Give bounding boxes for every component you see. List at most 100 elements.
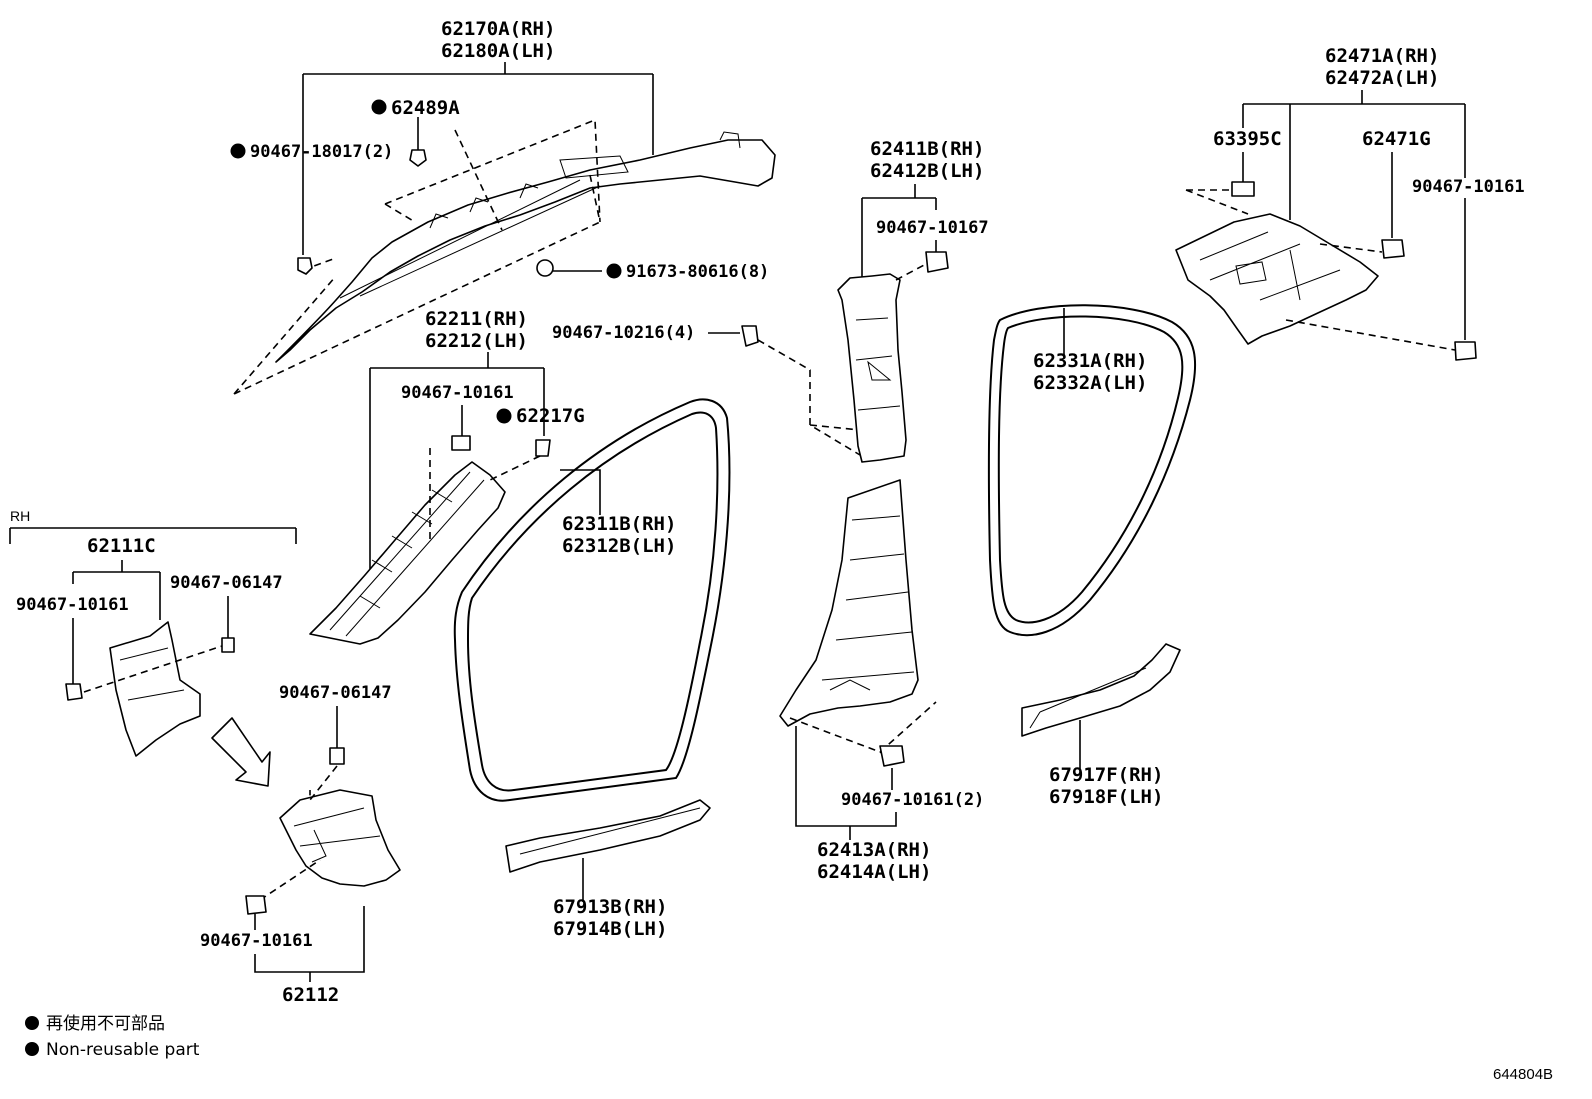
label-62111c: 62111C xyxy=(87,535,156,557)
quarter-trim-group: 62471A(RH) 62472A(LH) 63395C 62471G 9046… xyxy=(1175,45,1525,361)
clip-90467-10161-c xyxy=(65,683,83,701)
label-62311b: 62311B(RH) xyxy=(562,513,676,535)
center-pillar-lower-part xyxy=(779,479,919,727)
label-rh: RH xyxy=(10,508,30,524)
cowl-rh-dash xyxy=(83,645,223,693)
label-62332a: 62332A(LH) xyxy=(1033,372,1147,394)
label-67918f: 67918F(LH) xyxy=(1049,786,1163,808)
legend-jp: 再使用不可部品 xyxy=(46,1013,165,1034)
label-67917f: 67917F(RH) xyxy=(1049,764,1163,786)
pillar-garnish-dash-lines xyxy=(429,448,541,540)
label-90467-10167: 90467-10167 xyxy=(876,218,989,238)
leader-62211 xyxy=(369,352,545,590)
cowl-side-trim-details xyxy=(293,807,381,863)
non-reusable-dot-90467-18017 xyxy=(230,143,246,159)
front-door-weatherstrip-inner xyxy=(466,411,719,792)
leader-62311b xyxy=(560,469,601,515)
label-90467-10161-d: 90467-10161 xyxy=(200,931,313,951)
label-62413a: 62413A(RH) xyxy=(817,839,931,861)
label-90467-10161-a: 90467-10161 xyxy=(401,383,514,403)
non-reusable-dot-62217g xyxy=(496,408,512,424)
center-pillar-upper-dash xyxy=(895,263,927,281)
rear-door-weatherstrip-group: 62331A(RH) 62332A(LH) xyxy=(987,304,1197,637)
label-67914b: 67914B(LH) xyxy=(553,918,667,940)
legend-en: Non-reusable part xyxy=(46,1040,200,1060)
label-62217g: 62217G xyxy=(516,405,585,427)
cowl-side-trim-part xyxy=(279,789,401,887)
cowl-side-trim-rh-details xyxy=(119,647,185,701)
clip-90467-10161-d xyxy=(245,895,267,915)
leader-62111c xyxy=(72,560,161,620)
label-62212: 62212(LH) xyxy=(425,330,528,352)
clip-90467-10161-b xyxy=(1454,341,1477,361)
cowl-side-trim-group: RH 62111C 90467-10161 90467-06147 90467-… xyxy=(9,508,401,1006)
label-62211: 62211(RH) xyxy=(425,308,528,330)
clip-90467-10216 xyxy=(741,325,759,347)
label-62312b: 62312B(LH) xyxy=(562,535,676,557)
label-90467-10216: 90467-10216(4) xyxy=(552,323,695,343)
arrow-icon xyxy=(211,717,271,787)
label-62170a: 62170A(RH) xyxy=(441,18,555,40)
label-91673: 91673-80616(8) xyxy=(626,262,769,282)
label-90467-06147-b: 90467-06147 xyxy=(279,683,392,703)
label-62411b: 62411B(RH) xyxy=(870,138,984,160)
front-door-weatherstrip-group: 62311B(RH) 62312B(LH) xyxy=(453,398,731,802)
label-90467-10161-b: 90467-10161 xyxy=(1412,177,1525,197)
center-pillar-upper-details xyxy=(855,317,901,411)
label-63395c: 63395C xyxy=(1213,128,1282,150)
legend: 再使用不可部品 Non-reusable part xyxy=(25,1013,200,1060)
cowl-side-trim-rh-part xyxy=(109,621,201,757)
label-62414a: 62414A(LH) xyxy=(817,861,931,883)
clip-63395c xyxy=(1231,181,1255,197)
clip-90467-18017 xyxy=(297,257,313,275)
leader-62411b xyxy=(861,184,937,278)
non-reusable-dot-91673 xyxy=(606,263,622,279)
label-67913b: 67913B(RH) xyxy=(553,896,667,918)
rear-door-weatherstrip-outer xyxy=(987,304,1197,637)
center-pillar-upper-group: 62411B(RH) 62412B(LH) 90467-10167 xyxy=(837,138,989,463)
front-scuff-plate-group: 67913B(RH) 67914B(LH) xyxy=(505,799,711,940)
clip-90467-10161-a xyxy=(451,435,471,451)
legend-dot-en xyxy=(25,1042,39,1056)
center-pillar-lower-group: 90467-10161(2) 62413A(RH) 62414A(LH) xyxy=(779,479,984,883)
bracket-rh xyxy=(9,527,297,544)
front-scuff-plate-part xyxy=(505,799,711,873)
rear-door-weatherstrip-inner xyxy=(997,315,1184,624)
clip-90467-10167 xyxy=(925,251,949,273)
label-62112: 62112 xyxy=(282,984,339,1006)
pillar-garnish-details xyxy=(329,471,485,637)
rear-scuff-plate-part xyxy=(1021,643,1181,737)
label-62471g: 62471G xyxy=(1362,128,1431,150)
front-pillar-garnish-part xyxy=(309,461,506,645)
cowl-dash xyxy=(259,765,338,901)
clip-90467-06147-b xyxy=(329,747,345,765)
label-90467-06147-a: 90467-06147 xyxy=(170,573,283,593)
label-90467-18017: 90467-18017(2) xyxy=(250,142,393,162)
clip-62471g xyxy=(1381,239,1405,259)
rear-scuff-plate-group: 67917F(RH) 67918F(LH) xyxy=(1021,643,1181,808)
leader-62413a xyxy=(795,726,897,827)
clip-icon xyxy=(297,257,313,275)
roof-garnish-details xyxy=(339,131,741,299)
legend-dot-jp xyxy=(25,1016,39,1030)
roof-side-garnish-part xyxy=(275,139,776,363)
roof-garnish-dash-lines xyxy=(233,118,601,395)
rear-scuff-plate-details xyxy=(1029,667,1147,729)
quarter-trim-part xyxy=(1175,213,1379,345)
drawing-code: 644804B xyxy=(1493,1066,1553,1083)
front-door-weatherstrip-outer xyxy=(453,398,731,802)
clip-62489a xyxy=(409,149,427,167)
label-62412b: 62412B(LH) xyxy=(870,160,984,182)
clip-62217g xyxy=(535,439,551,457)
label-90467-10161-c: 90467-10161 xyxy=(16,595,129,615)
leader-62170a xyxy=(302,62,654,255)
quarter-trim-details xyxy=(1199,231,1341,301)
screw-91673 xyxy=(536,259,602,277)
front-pillar-garnish-group: 62211(RH) 62212(LH) 90467-10161 62217G 9… xyxy=(309,308,861,645)
leader-62471a xyxy=(1242,90,1466,220)
label-62472a: 62472A(LH) xyxy=(1325,67,1439,89)
clip-icon xyxy=(409,149,427,167)
roof-side-garnish-group: 62170A(RH) 62180A(LH) 62489A 90467-18017… xyxy=(230,18,776,395)
